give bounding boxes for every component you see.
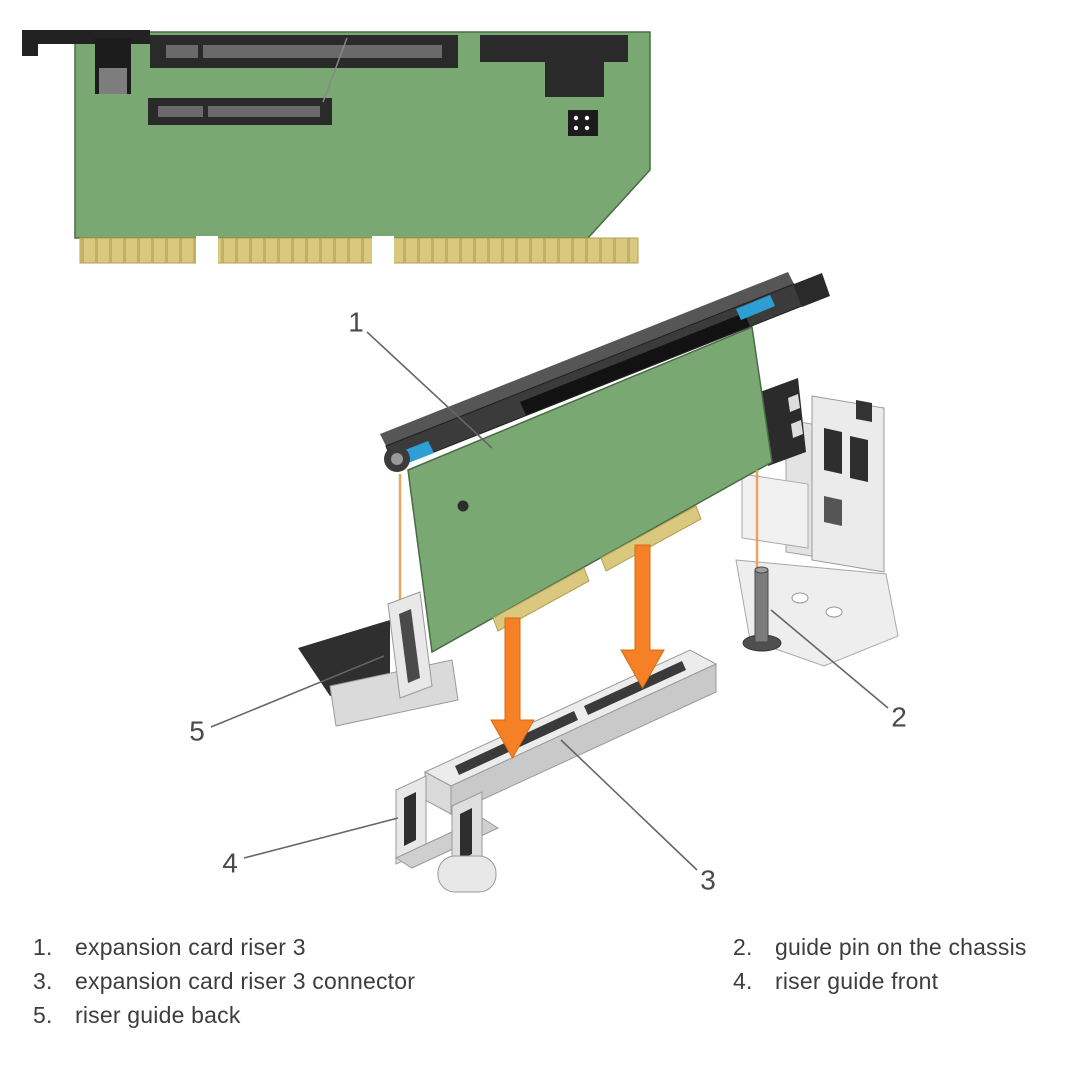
- legend-item-label: guide pin on the chassis: [775, 934, 1027, 960]
- channel-slot: [850, 436, 868, 482]
- edge-connector-key-notch: [196, 236, 218, 265]
- mounting-bracket-left: [22, 30, 150, 94]
- callout-2-number: 2: [891, 702, 907, 733]
- legend-item-number: 3.: [33, 968, 53, 994]
- insertion-arrow-right: [620, 544, 665, 690]
- callout-5-line: [210, 655, 385, 728]
- callout-2-line: [770, 609, 889, 709]
- channel-slot: [824, 428, 842, 474]
- riser-pcie-slot: [520, 313, 750, 415]
- legend-item-label: riser guide front: [775, 968, 939, 994]
- riser-connector: [423, 649, 718, 815]
- jumper-block: [568, 110, 598, 136]
- edge-connector-gold-fingers: [79, 237, 639, 264]
- insertion-arrow-left: [490, 617, 535, 760]
- bracket-end-cap-right: [794, 273, 830, 307]
- riser-assembly-isometric: [380, 272, 830, 654]
- block-pin: [791, 420, 803, 438]
- legend-item-2: 2. guide pin on the chassis: [733, 936, 1027, 959]
- pcie-slot-2: [148, 98, 332, 125]
- callout-4-line: [243, 817, 399, 859]
- guide-front-slot: [404, 792, 416, 846]
- legend-item-number: 4.: [733, 968, 753, 994]
- card-rivet: [457, 500, 469, 512]
- legend-column-right: 2. guide pin on the chassis 4. riser gui…: [733, 936, 1027, 1004]
- guide-post-slot: [399, 609, 420, 683]
- mounting-bracket-right: [480, 35, 628, 97]
- legend-item-5: 5. riser guide back: [33, 1004, 415, 1027]
- riser-guide-front: [394, 775, 500, 893]
- pcb-board: [74, 31, 651, 239]
- floor-hole: [825, 606, 843, 618]
- guide-pin-shaft: [754, 569, 769, 643]
- callout-3-line: [560, 739, 698, 871]
- floor-hole: [791, 592, 809, 604]
- legend-item-label: riser guide back: [75, 1002, 241, 1028]
- touch-point-right: [736, 295, 775, 320]
- callout-5-number: 5: [189, 716, 205, 747]
- callout-1-number: 1: [348, 307, 364, 338]
- pcie-slot-1: [150, 35, 458, 68]
- channel-tab: [856, 400, 872, 422]
- block-pin: [788, 394, 800, 412]
- edge-connector-key-notch: [372, 236, 394, 265]
- edge-connector-segment: [492, 567, 590, 632]
- callout-3-number: 3: [700, 865, 716, 896]
- guide-pin: [742, 566, 782, 652]
- guide-front-slot: [460, 808, 472, 860]
- edge-connector-segment: [600, 505, 702, 572]
- guide-pin-top: [754, 566, 769, 574]
- legend-item-4: 4. riser guide front: [733, 970, 1027, 993]
- bracket-screw-hole: [391, 453, 403, 465]
- connector-front-face: [450, 663, 717, 815]
- chassis-brace-panel: [741, 473, 809, 549]
- callout-1-line: [366, 331, 493, 449]
- connector-slot-segment: [584, 661, 686, 715]
- bracket-top-face: [380, 272, 794, 446]
- card-guide-channel: [811, 395, 885, 573]
- riser-card-board: [407, 325, 773, 654]
- slot-indicator-line: [322, 37, 348, 103]
- callout-4-number: 4: [222, 848, 238, 879]
- riser-card-top-view: [22, 30, 651, 265]
- callouts: 1 2 3 4 5: [189, 307, 907, 896]
- legend-column-left: 1. expansion card riser 3 3. expansion c…: [33, 936, 415, 1038]
- guide-front-foot: [437, 855, 497, 893]
- channel-slot: [824, 496, 842, 526]
- shadow-wedge: [298, 620, 390, 696]
- legend-item-label: expansion card riser 3: [75, 934, 306, 960]
- riser-guide-back: [298, 591, 459, 727]
- legend-item-number: 2.: [733, 934, 753, 960]
- legend-item-number: 5.: [33, 1002, 53, 1028]
- legend-item-3: 3. expansion card riser 3 connector: [33, 970, 415, 993]
- legend-item-label: expansion card riser 3 connector: [75, 968, 416, 994]
- legend-item-number: 1.: [33, 934, 53, 960]
- insertion-arrows: [490, 544, 665, 760]
- legend-item-1: 1. expansion card riser 3: [33, 936, 415, 959]
